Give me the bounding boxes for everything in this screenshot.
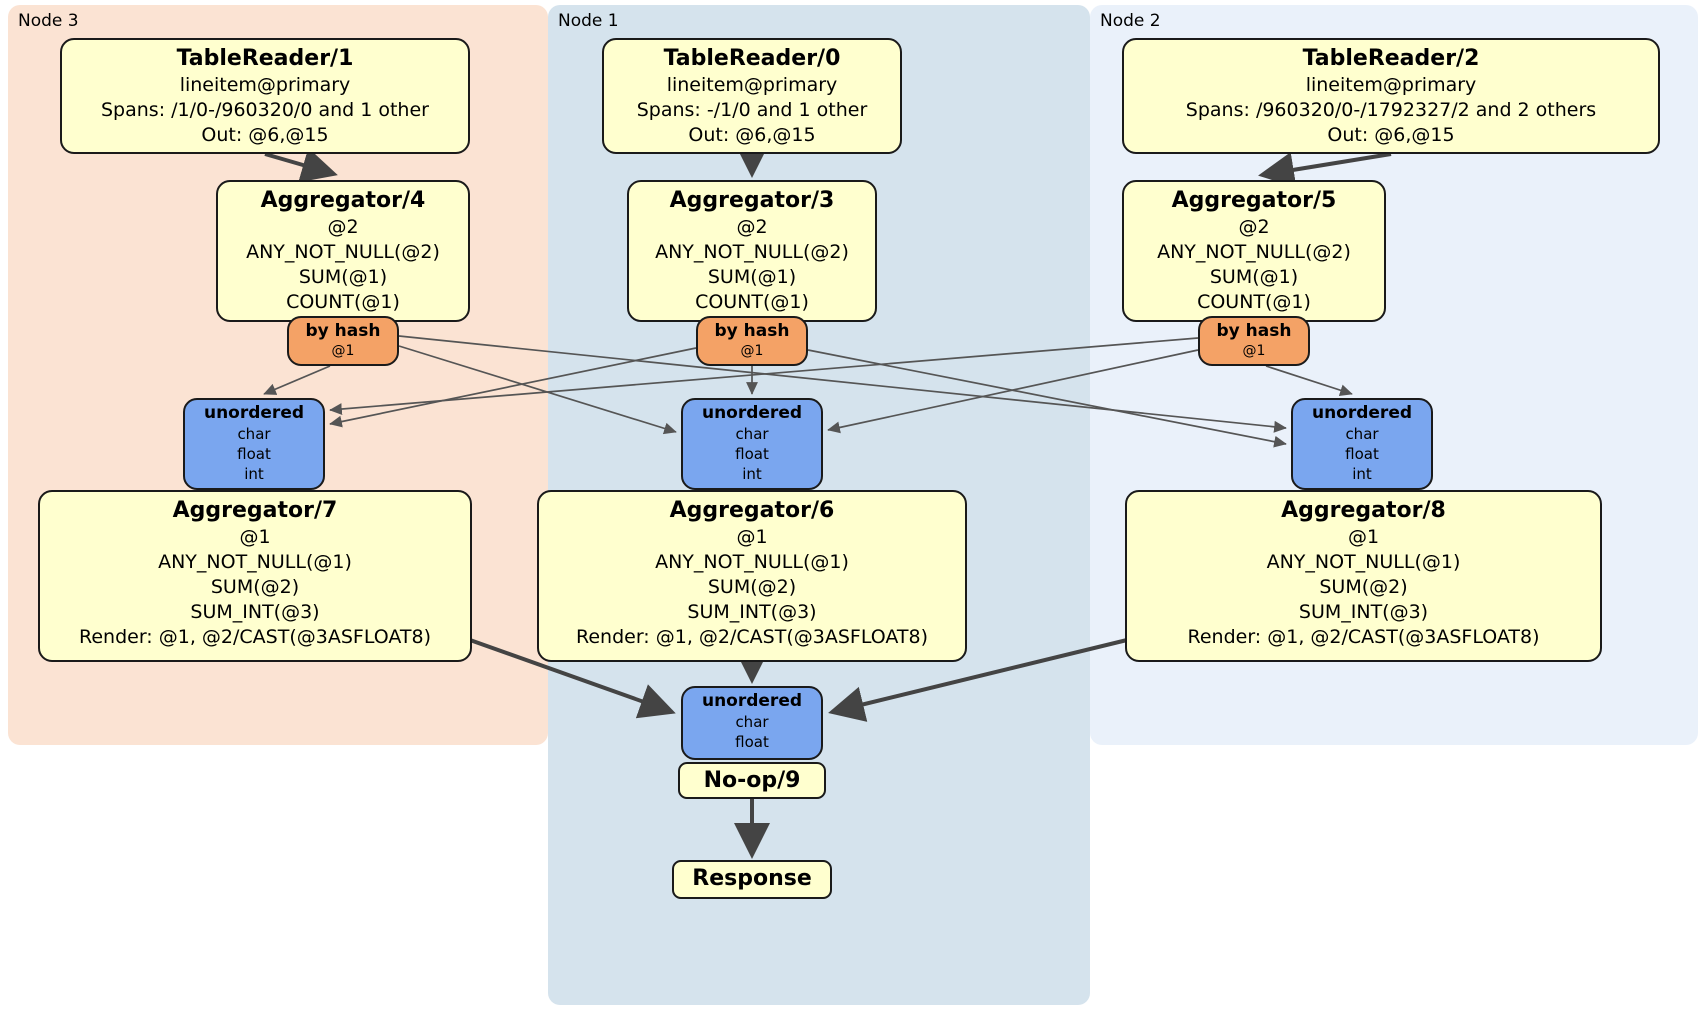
processor-detail: lineitem@primary [179, 74, 351, 96]
processor-detail: COUNT(@1) [695, 291, 809, 313]
sync-detail: float [735, 733, 769, 751]
processor-detail: SUM_INT(@3) [190, 601, 320, 623]
processor-aggregator-4: Aggregator/4 @2 ANY_NOT_NULL(@2) SUM(@1)… [216, 180, 470, 322]
processor-aggregator-5: Aggregator/5 @2 ANY_NOT_NULL(@2) SUM(@1)… [1122, 180, 1386, 322]
tree-edges [264, 142, 1392, 859]
sync-detail: int [1352, 465, 1372, 483]
processor-detail: Spans: /960320/0-/1792327/2 and 2 others [1185, 99, 1597, 121]
processor-detail: SUM_INT(@3) [1298, 601, 1429, 623]
router-title: by hash [1216, 321, 1292, 341]
processor-aggregator-3: Aggregator/3 @2 ANY_NOT_NULL(@2) SUM(@1)… [627, 180, 877, 322]
processor-detail: ANY_NOT_NULL(@1) [158, 551, 352, 573]
sync-detail: char [735, 425, 769, 443]
sync-detail: int [742, 465, 762, 483]
processor-title: Aggregator/4 [260, 188, 426, 213]
processor-detail: Out: @6,@15 [1327, 124, 1455, 146]
processor-detail: @1 [1347, 526, 1380, 548]
processor-detail: SUM(@1) [707, 266, 797, 288]
node3-label: Node 3 [18, 11, 79, 31]
processor-detail: SUM(@2) [1319, 576, 1408, 598]
processor-detail: SUM(@1) [298, 266, 388, 288]
router-by-hash-node2: by hash @1 [1198, 316, 1310, 366]
sync-detail: char [1345, 425, 1379, 443]
processor-detail: Render: @1, @2/CAST(@3ASFLOAT8) [576, 626, 928, 648]
processor-detail: Render: @1, @2/CAST(@3ASFLOAT8) [79, 626, 431, 648]
processor-title: TableReader/2 [1302, 46, 1480, 71]
processor-noop-9: No-op/9 [678, 762, 826, 799]
processor-detail: SUM(@2) [707, 576, 797, 598]
sync-detail: char [735, 713, 769, 731]
response-node: Response [672, 860, 832, 899]
sync-title: unordered [701, 403, 803, 423]
processor-detail: ANY_NOT_NULL(@2) [1157, 241, 1351, 263]
router-title: by hash [305, 321, 381, 341]
sync-unordered-final: unordered char float [681, 686, 823, 760]
processor-detail: Out: @6,@15 [688, 124, 816, 146]
router-detail: @1 [1242, 343, 1266, 359]
node1-label: Node 1 [558, 11, 619, 31]
router-title: by hash [714, 321, 790, 341]
sync-unordered-node2: unordered char float int [1291, 398, 1433, 490]
processor-aggregator-7: Aggregator/7 @1 ANY_NOT_NULL(@1) SUM(@2)… [38, 490, 472, 662]
sync-title: unordered [1311, 403, 1413, 423]
router-detail: @1 [331, 343, 355, 359]
sync-unordered-node1: unordered char float int [681, 398, 823, 490]
processor-title: TableReader/1 [176, 46, 354, 71]
processor-detail: @2 [327, 216, 359, 238]
processor-title: Aggregator/8 [1281, 498, 1446, 523]
processor-detail: @1 [736, 526, 768, 548]
sync-unordered-node3: unordered char float int [183, 398, 325, 490]
processor-title: Aggregator/5 [1171, 188, 1337, 213]
sync-detail: int [244, 465, 264, 483]
processor-detail: Spans: -/1/0 and 1 other [636, 99, 868, 121]
processor-detail: @2 [1238, 216, 1270, 238]
processor-tablereader-1: TableReader/1 lineitem@primary Spans: /1… [60, 38, 470, 154]
processor-detail: ANY_NOT_NULL(@1) [1266, 551, 1461, 573]
sync-detail: float [237, 445, 271, 463]
processor-detail: @1 [239, 526, 271, 548]
processor-detail: SUM_INT(@3) [687, 601, 817, 623]
router-detail: @1 [740, 343, 764, 359]
router-sync-edges [263, 335, 1353, 448]
processor-detail: Render: @1, @2/CAST(@3ASFLOAT8) [1187, 626, 1540, 648]
processor-title: Aggregator/7 [172, 498, 338, 523]
processor-detail: SUM(@2) [210, 576, 300, 598]
processor-detail: Out: @6,@15 [201, 124, 329, 146]
processor-title: Response [692, 866, 812, 891]
processor-detail: ANY_NOT_NULL(@2) [246, 241, 440, 263]
processor-tablereader-0: TableReader/0 lineitem@primary Spans: -/… [602, 38, 902, 154]
node2-label: Node 2 [1100, 11, 1161, 31]
processor-detail: ANY_NOT_NULL(@1) [655, 551, 849, 573]
processor-aggregator-6: Aggregator/6 @1 ANY_NOT_NULL(@1) SUM(@2)… [537, 490, 967, 662]
processor-detail: SUM(@1) [1209, 266, 1299, 288]
processor-detail: lineitem@primary [1305, 74, 1477, 96]
router-by-hash-node1: by hash @1 [696, 316, 808, 366]
sync-title: unordered [701, 691, 803, 711]
processor-detail: @2 [736, 216, 768, 238]
processor-tablereader-2: TableReader/2 lineitem@primary Spans: /9… [1122, 38, 1660, 154]
sync-detail: char [237, 425, 271, 443]
router-by-hash-node3: by hash @1 [287, 316, 399, 366]
sync-title: unordered [203, 403, 305, 423]
processor-detail: ANY_NOT_NULL(@2) [655, 241, 849, 263]
processor-title: Aggregator/3 [669, 188, 835, 213]
processor-title: Aggregator/6 [669, 498, 835, 523]
processor-title: TableReader/0 [663, 46, 841, 71]
processor-title: No-op/9 [703, 768, 801, 793]
processor-aggregator-8: Aggregator/8 @1 ANY_NOT_NULL(@1) SUM(@2)… [1125, 490, 1602, 662]
sync-detail: float [735, 445, 769, 463]
processor-detail: COUNT(@1) [286, 291, 400, 313]
processor-detail: lineitem@primary [666, 74, 838, 96]
processor-detail: Spans: /1/0-/960320/0 and 1 other [101, 99, 429, 121]
sync-detail: float [1345, 445, 1379, 463]
processor-detail: COUNT(@1) [1197, 291, 1311, 313]
